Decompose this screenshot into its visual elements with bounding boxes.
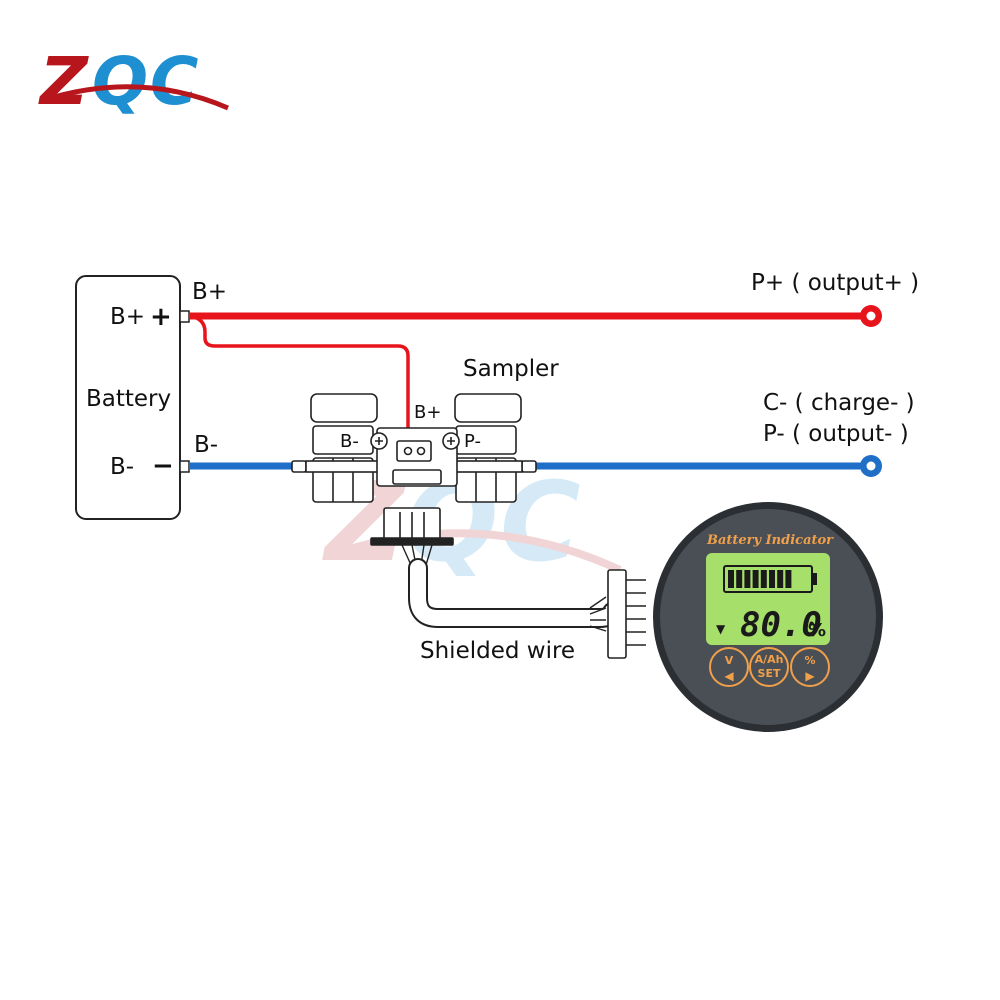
b-plus-terminal-label: B+ — [192, 279, 227, 305]
shielded-wire-label: Shielded wire — [420, 638, 575, 664]
shielded-wire-fanout-right — [589, 596, 607, 632]
display-title: Battery Indicator — [706, 533, 834, 548]
battery-gauge-segment — [736, 570, 743, 588]
button-set-label: SET — [758, 667, 781, 680]
battery-gauge-segment — [752, 570, 759, 588]
battery-b-minus-label: B- — [110, 454, 134, 480]
p-plus-ring-hole — [866, 311, 876, 321]
sampler-label: Sampler — [463, 356, 559, 382]
battery-gauge-icon — [723, 565, 817, 593]
sampler-lug-left — [291, 460, 307, 473]
negative-wires — [189, 455, 882, 477]
positive-wires — [188, 305, 882, 452]
sampler-connector-flange — [370, 537, 454, 546]
battery-positive-terminal — [179, 310, 190, 323]
sampler-knob-left — [310, 393, 378, 423]
display-plug-pins — [626, 579, 646, 646]
sampler-sense-connector — [396, 440, 432, 462]
battery-body — [75, 275, 181, 520]
zqc-logo: Z Q C — [38, 43, 229, 120]
logo-letter-c: C — [150, 43, 198, 120]
button-voltage[interactable]: V ◀ — [709, 647, 749, 687]
display-percentage: 80.0 — [740, 605, 822, 645]
battery-gauge-segment — [777, 570, 784, 588]
logo-letter-q: Q — [92, 43, 148, 120]
button-percent-label: % — [804, 654, 815, 667]
battery-gauge-segment — [785, 570, 792, 588]
sampler-lug-right — [521, 460, 537, 473]
down-arrow-icon: ▼ — [716, 622, 726, 636]
button-percent[interactable]: % ▶ — [790, 647, 830, 687]
shielded-wire — [401, 544, 646, 659]
battery-negative-terminal — [179, 460, 190, 473]
left-arrow-icon: ◀ — [724, 669, 734, 683]
battery-gauge-segment — [728, 570, 734, 588]
p-minus-ring-hole — [866, 461, 876, 471]
sampler — [291, 393, 537, 546]
battery-gauge-segment — [744, 570, 751, 588]
display-percent-sign: % — [808, 620, 826, 641]
shielded-wire-fanout — [401, 544, 433, 566]
sampler-center-slot — [392, 469, 442, 485]
b-minus-terminal-label: B- — [194, 432, 218, 458]
right-arrow-icon: ▶ — [805, 669, 815, 683]
battery-gauge-segments — [728, 570, 792, 588]
sampler-p-minus-label: P- — [464, 431, 481, 452]
battery-indicator-display: Battery Indicator ▼ 80.0 % V ◀ A/Ah SET … — [653, 502, 883, 732]
battery-label: Battery — [86, 386, 171, 412]
logo-swoosh — [43, 84, 229, 111]
logo-letter-z: Z — [38, 43, 89, 120]
sampler-b-plus-label: B+ — [414, 402, 441, 423]
p-minus-output-label: P- ( output- ) — [763, 421, 909, 447]
button-ah-label: A/Ah — [755, 653, 784, 666]
battery-minus-sign: − — [152, 451, 174, 481]
c-minus-charge-label: C- ( charge- ) — [763, 390, 915, 416]
sampler-b-minus-label: B- — [340, 431, 359, 452]
battery-gauge-segment — [760, 570, 767, 588]
battery-b-plus-label: B+ — [110, 304, 145, 330]
b-plus-sense-wire — [188, 314, 410, 452]
p-plus-output-label: P+ ( output+ ) — [751, 270, 919, 296]
sampler-knob-right — [454, 393, 522, 423]
display-plug-body — [607, 569, 627, 659]
battery-plus-sign: + — [150, 302, 172, 332]
button-ah-set[interactable]: A/Ah SET — [749, 647, 789, 687]
button-voltage-label: V — [725, 654, 734, 667]
battery: B+ + Battery B- − — [75, 275, 190, 520]
battery-gauge-segment — [769, 570, 775, 588]
